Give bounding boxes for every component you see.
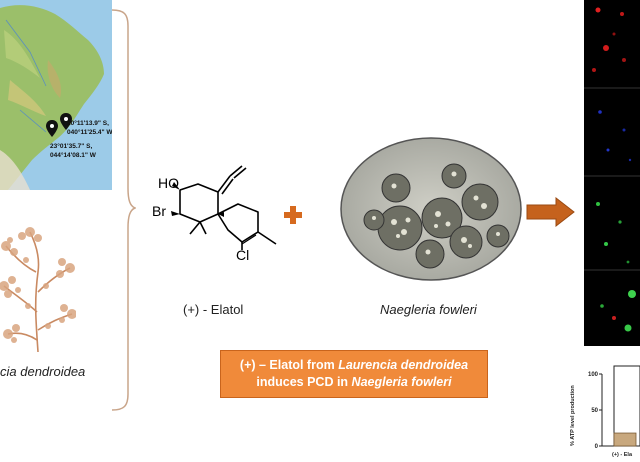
y-tick-label: 50: [591, 408, 598, 414]
bar-elatol: [613, 432, 637, 447]
x-tick-label: (+) - Ela: [612, 452, 633, 458]
chlorine-label: Cl: [236, 247, 249, 262]
y-tick-label: 0: [595, 444, 599, 450]
elatol-caption: (+) - Elatol: [183, 302, 244, 317]
conclusion-line-1: (+) – Elatol from Laurencia dendroidea: [239, 358, 469, 372]
location-pin-icon[interactable]: [46, 120, 58, 137]
red-channel-panel: [592, 7, 626, 72]
species-caption: cia dendroidea: [0, 364, 86, 379]
pin1-longitude: 040°11'25.4" W: [67, 128, 112, 136]
location-pin-icon[interactable]: [60, 113, 72, 130]
conclusion-banner: (+) – Elatol from Laurencia dendroidea i…: [220, 350, 488, 398]
elatol-structure: HO Br Cl: [152, 165, 277, 262]
pin2-latitude: 23°01'35.7" S,: [50, 142, 92, 150]
brazil-map: 20°11'13.9" S, 040°11'25.4" W 23°01'35.7…: [0, 0, 112, 190]
curly-brace: [111, 9, 136, 411]
y-axis-label: % ATP level production: [570, 385, 576, 446]
fluorescence-panels: [584, 0, 640, 346]
y-tick-label: 100: [588, 372, 599, 378]
plus-icon: [284, 206, 302, 224]
merged-channel-panel: [600, 290, 636, 332]
conclusion-line-2: induces PCD in Naegleria fowleri: [256, 375, 452, 389]
pin1-latitude: 20°11'13.9" S,: [67, 119, 109, 127]
hydroxyl-label: HO: [158, 175, 179, 191]
atp-bar-chart: % ATP level production 100 50 0 (+) - El…: [570, 365, 640, 458]
organism-caption: Naegleria fowleri: [380, 302, 477, 317]
seaweed-illustration: [0, 227, 76, 353]
bromine-label: Br: [152, 203, 166, 219]
right-arrow-icon: [526, 197, 575, 227]
amoeba-micrograph: [340, 137, 522, 281]
pin2-longitude: 044°14'08.1" W: [50, 151, 97, 159]
blue-channel-panel: [598, 110, 632, 162]
landmass: [0, 5, 104, 190]
green-channel-panel: [596, 202, 630, 264]
